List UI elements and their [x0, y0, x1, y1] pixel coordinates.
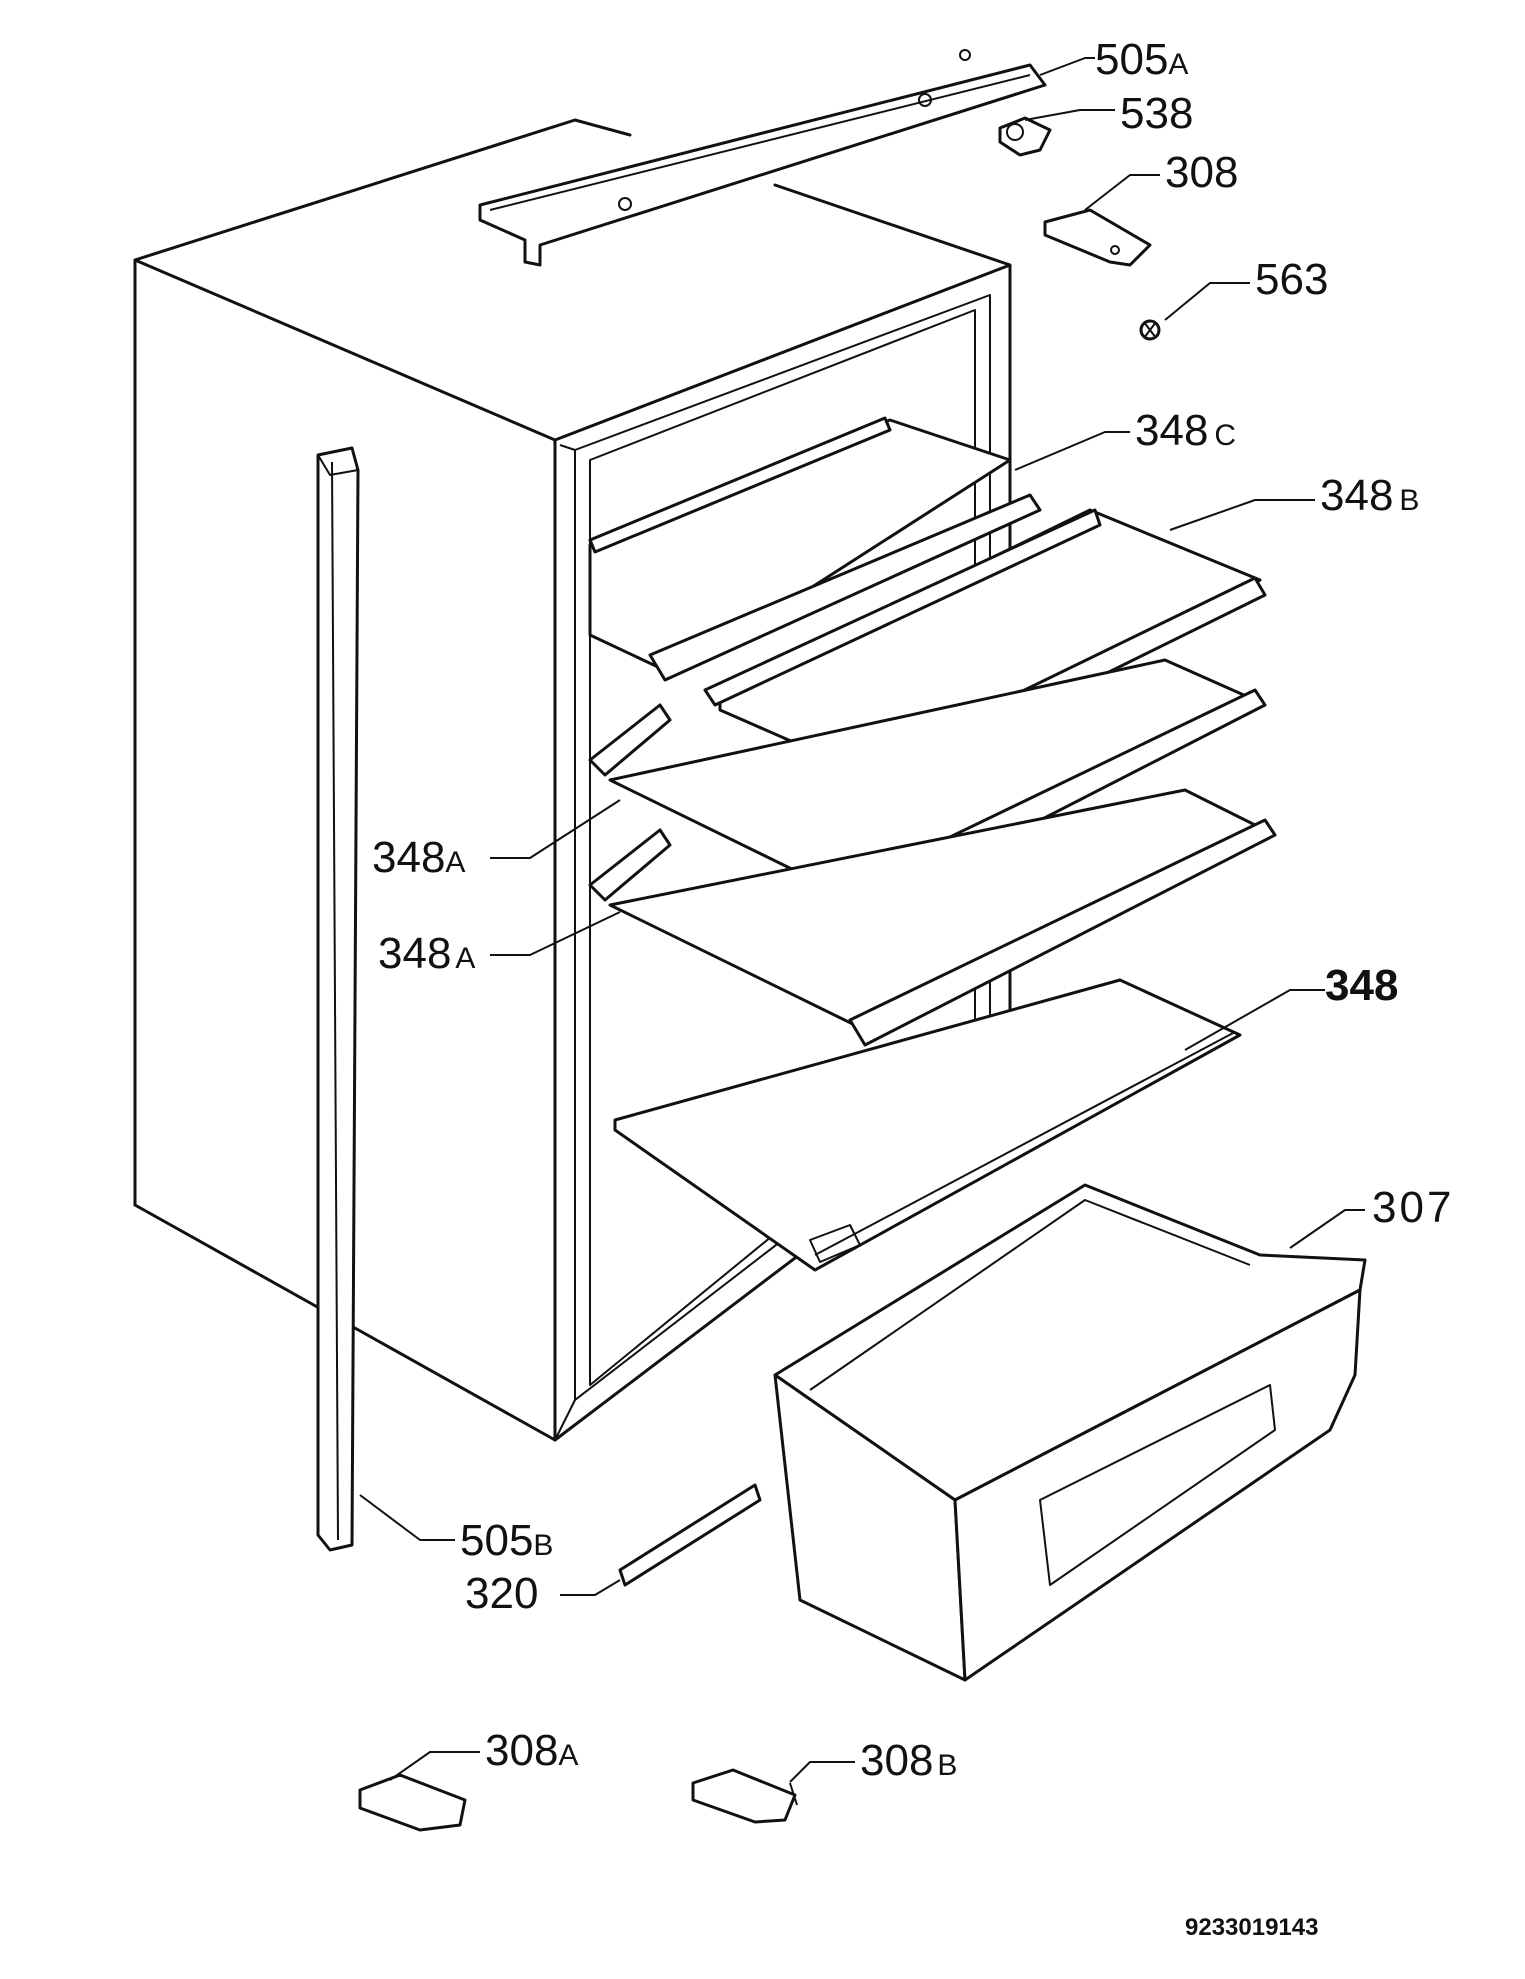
crisper-drawer-307	[773, 1183, 1367, 1682]
part-538-clip	[998, 116, 1052, 157]
label-563: 563	[1255, 255, 1328, 304]
label-307: 307	[1372, 1183, 1454, 1232]
shelf-348-crisper-cover	[613, 978, 1242, 1272]
label-308: 308	[1165, 148, 1238, 197]
label-308a: 308A	[485, 1726, 578, 1775]
part-563-screw	[1139, 319, 1161, 341]
label-348: 348	[1325, 961, 1398, 1010]
label-320: 320	[465, 1569, 538, 1618]
reference-number: 9233019143	[1185, 1914, 1318, 1941]
part-320-vent	[618, 1483, 762, 1587]
label-505b: 505B	[460, 1516, 553, 1565]
label-348a-upper: 348A	[372, 833, 465, 882]
label-538: 538	[1120, 89, 1193, 138]
shelf-348c	[588, 416, 1042, 682]
shelf-348a-lower	[588, 788, 1277, 1047]
door-seal-505b	[316, 446, 360, 1552]
top-rail-505a	[478, 49, 1047, 267]
hinge-308b	[691, 1768, 798, 1824]
hinge-308a	[358, 1773, 467, 1832]
part-308-hinge	[1043, 208, 1152, 267]
leader-lines	[359, 57, 1365, 1783]
label-505a: 505A	[1095, 35, 1188, 84]
